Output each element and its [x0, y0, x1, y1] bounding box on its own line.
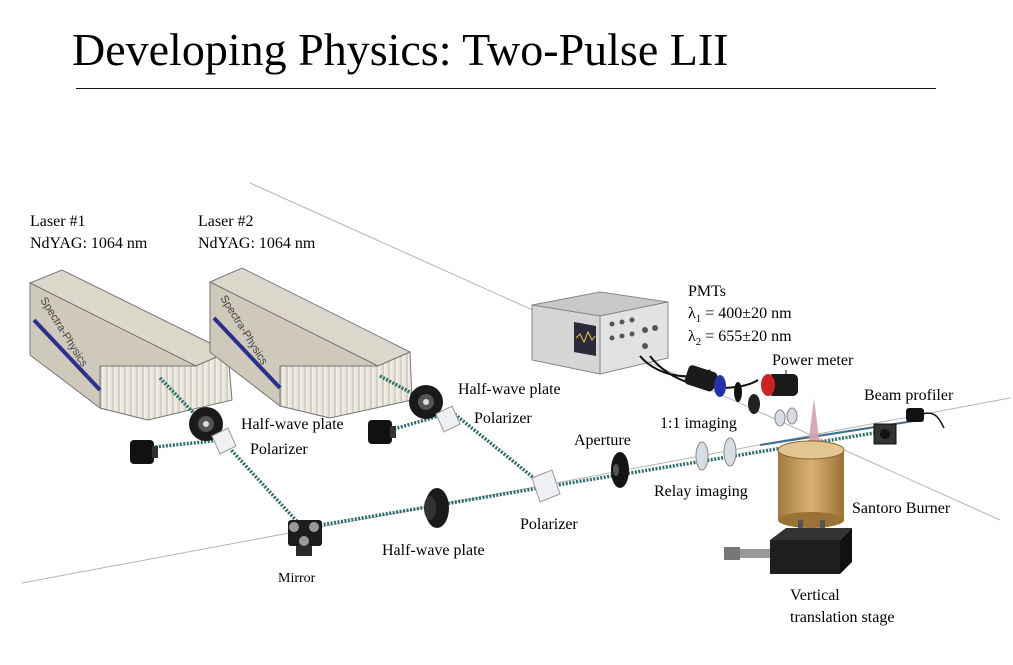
beam-dump-2: [368, 420, 396, 444]
imaging-1to1-label: 1:1 imaging: [660, 415, 737, 432]
santoro-burner-label: Santoro Burner: [852, 500, 951, 517]
half-wave-plate-2-optic: [409, 385, 443, 419]
half-wave-plate-1-optic: [189, 407, 223, 441]
laser-1-type-label: NdYAG: 1064 nm: [30, 235, 148, 252]
polarizer-2-label: Polarizer: [474, 410, 532, 427]
imaging-lens-1: [774, 409, 786, 427]
laser-1: Spectra-Physics: [28, 269, 233, 421]
polarizer-1-label: Polarizer: [250, 441, 308, 458]
half-wave-plate-3-label: Half-wave plate: [382, 542, 485, 559]
lambda-subscript-1: 1: [695, 313, 702, 326]
santoro-burner: [777, 398, 845, 528]
table-edge-front: [21, 397, 1011, 584]
power-meter-label: Power meter: [772, 352, 854, 369]
laser-2-name-label: Laser #2: [198, 213, 254, 230]
vertical-stage-label-line1: Vertical: [790, 587, 840, 604]
aperture-optic: [611, 452, 629, 488]
mirror-mount: [288, 520, 322, 556]
laser-2-type-label: NdYAG: 1064 nm: [198, 235, 316, 252]
pmts-label: PMTs: [688, 283, 727, 300]
half-wave-plate-2-label: Half-wave plate: [458, 381, 561, 398]
wavelength-1-value: = 400±20 nm: [701, 305, 792, 322]
mirror-label: Mirror: [278, 571, 316, 586]
half-wave-plate-3-optic: [424, 488, 449, 528]
lambda-symbol-2: λ: [688, 328, 696, 345]
polarizer-3-cube: [531, 469, 561, 503]
pmt-blue: [684, 365, 742, 402]
relay-lens-1: [695, 441, 709, 471]
aperture-label: Aperture: [574, 432, 631, 449]
half-wave-plate-1-label: Half-wave plate: [241, 416, 344, 433]
polarizer-3-label: Polarizer: [520, 516, 578, 533]
pmt-wavelength-2-label: λ2 = 655±20 nm: [688, 326, 792, 353]
beam-dump-1: [130, 440, 158, 464]
vertical-stage-label-line2: translation stage: [790, 609, 895, 626]
lambda-subscript-2: 2: [695, 336, 702, 349]
title-divider: [76, 88, 936, 89]
laser-1-name-label: Laser #1: [30, 213, 86, 230]
imaging-lens-2: [786, 407, 798, 425]
wavelength-2-value: = 655±20 nm: [701, 328, 792, 345]
polarizer-1-cube: [211, 427, 237, 455]
relay-imaging-label: Relay imaging: [654, 483, 748, 500]
pmt-red: [748, 374, 798, 414]
relay-lens-2: [723, 437, 737, 467]
polarizer-2-cube: [435, 405, 461, 433]
pmt-wavelength-1-label: λ1 = 400±20 nm: [688, 303, 792, 330]
slide-title: Developing Physics: Two-Pulse LII: [72, 24, 729, 75]
oscilloscope: [531, 291, 759, 389]
beam-profiler-camera: [873, 408, 945, 445]
lambda-symbol-1: λ: [688, 305, 696, 322]
laser-2: Spectra-Physics: [208, 267, 413, 419]
beam-profiler-label: Beam profiler: [864, 387, 954, 404]
translation-stage: [724, 520, 852, 574]
